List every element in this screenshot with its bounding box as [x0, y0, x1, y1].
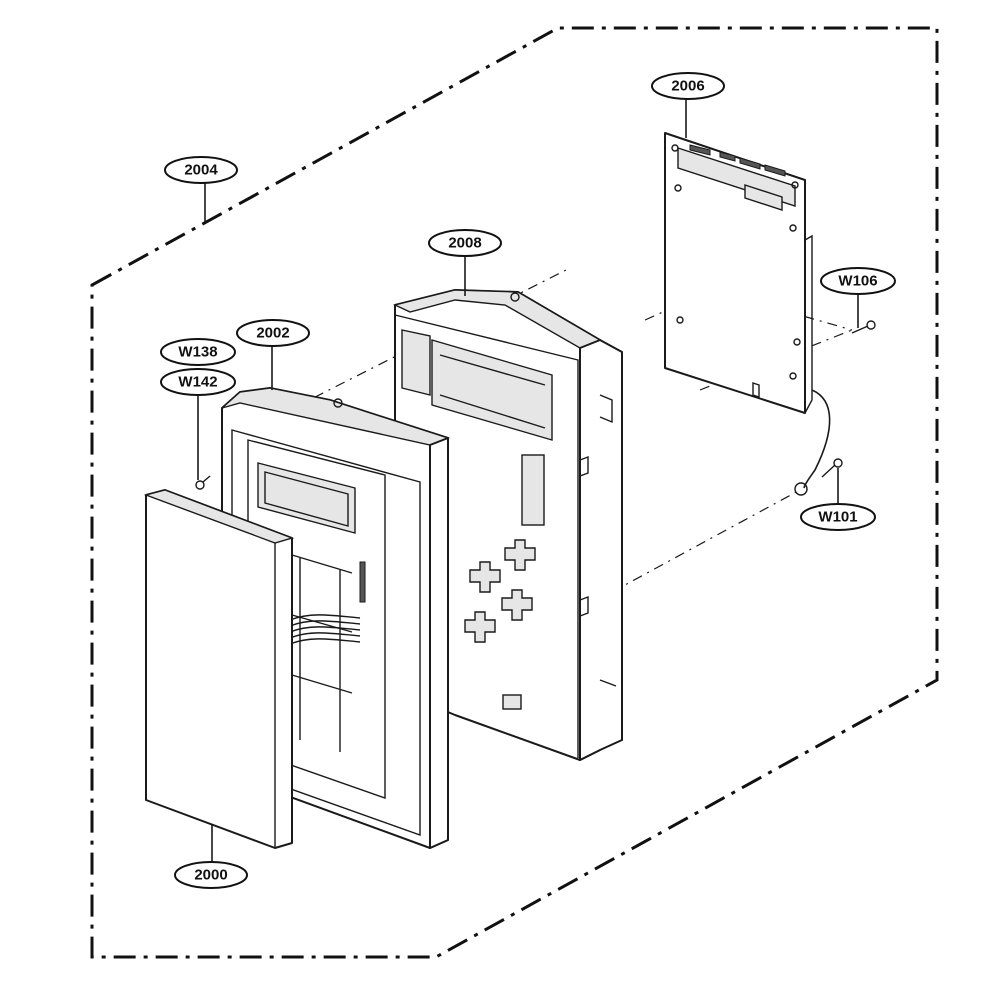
callout-2004-label: 2004 — [184, 162, 218, 179]
callout-w101-label: W101 — [818, 509, 857, 526]
callout-w138-label: W138 — [178, 344, 217, 361]
part-2000-panel — [143, 489, 295, 849]
callout-w101: W101 — [800, 503, 876, 531]
callout-2004: 2004 — [164, 156, 238, 184]
callout-w138: W138 — [160, 338, 236, 366]
callout-2000: 2000 — [174, 861, 248, 889]
callout-w106: W106 — [820, 267, 896, 295]
callout-2006: 2006 — [651, 72, 725, 100]
callout-2000-label: 2000 — [194, 867, 227, 884]
part-2006-pcb — [664, 132, 813, 414]
screw-w101 — [821, 458, 843, 478]
callout-w142: W142 — [160, 368, 236, 396]
callout-2002-label: 2002 — [256, 325, 289, 342]
assembly-boundary — [90, 26, 939, 959]
callout-2008: 2008 — [428, 229, 502, 257]
screw-w106 — [851, 320, 876, 334]
callout-2008-label: 2008 — [448, 235, 481, 252]
leader-lines — [197, 99, 859, 862]
callout-2002: 2002 — [236, 319, 310, 347]
callout-w106-label: W106 — [838, 273, 877, 290]
ground-wire — [794, 389, 831, 496]
callout-w142-label: W142 — [178, 374, 217, 391]
screw-w138-w142 — [195, 475, 211, 490]
callout-2006-label: 2006 — [671, 78, 704, 95]
